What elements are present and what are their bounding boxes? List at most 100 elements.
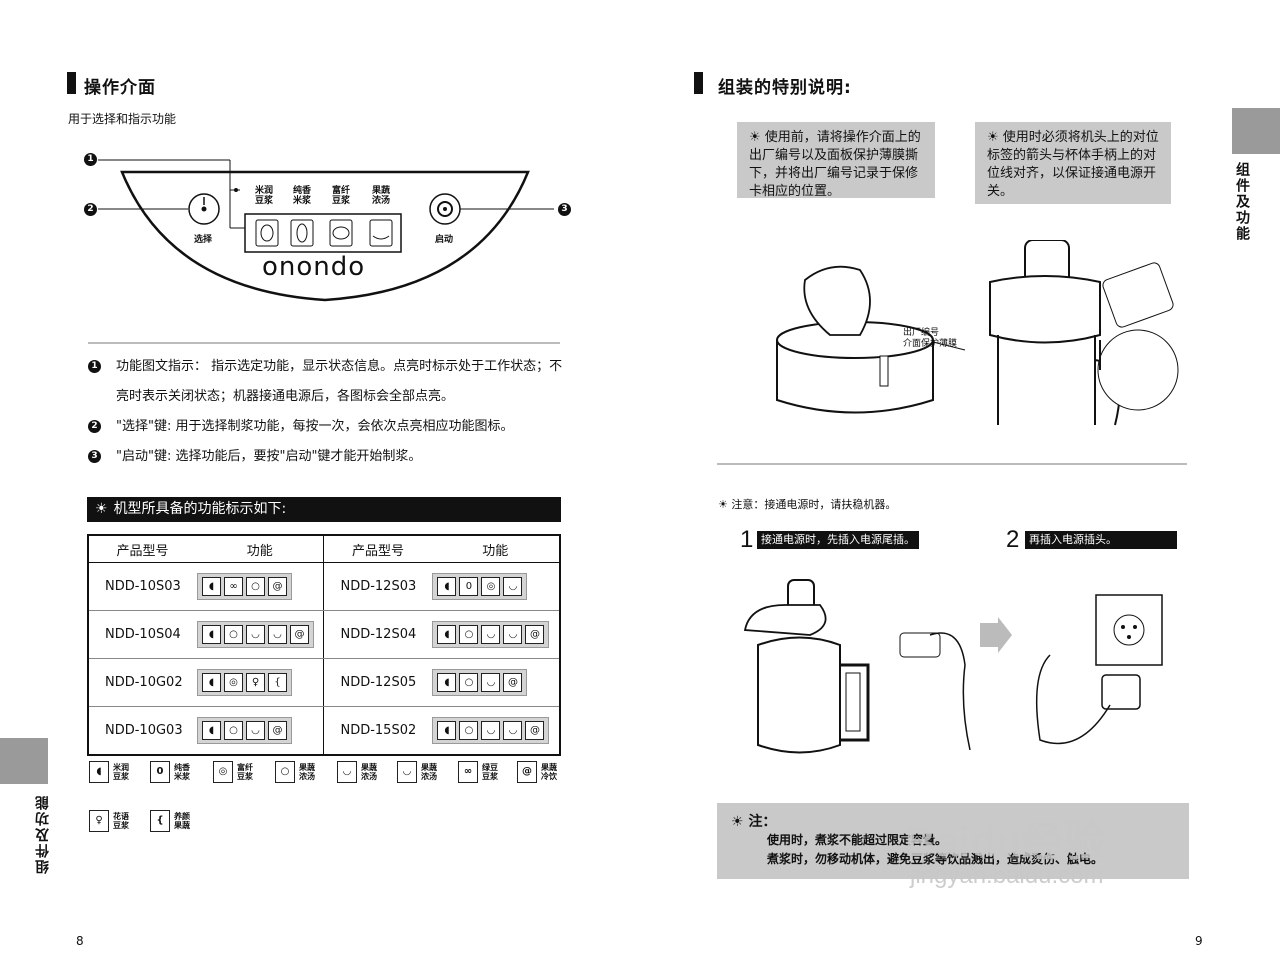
assembly-illustration	[776, 240, 1179, 426]
callout-3: 3	[558, 203, 571, 216]
beauty-icon: {	[268, 673, 287, 692]
header-function: 功能	[196, 535, 324, 563]
figure-label: 出厂编号 介面保护薄膜	[903, 328, 957, 350]
page-number: 8	[76, 934, 84, 948]
flower-icon: ♀	[89, 810, 109, 832]
note-line: 使用时，煮浆不能超过限定容量。	[767, 833, 948, 847]
soy-icon: ◖	[89, 761, 109, 783]
note-title: 注：	[748, 814, 777, 830]
desc-item-3: 3 "启动"键: 选择功能后，要按"启动"键才能开始制浆。	[88, 442, 568, 472]
header-model: 产品型号	[323, 535, 432, 563]
flower-icon: ♀	[246, 673, 265, 692]
desc-item-2: 2 "选择"键: 用于选择制浆功能，每按一次，会依次点亮相应功能图标。	[88, 412, 568, 442]
function-icons: ◖○◡@	[197, 717, 292, 744]
cold-drink-icon: @	[525, 625, 545, 644]
model-name: NDD-10G02	[88, 658, 196, 707]
lightbulb-icon: ☀	[731, 814, 749, 830]
panel-label-2: 纯香 米浆	[293, 186, 312, 206]
cold-drink-icon: @	[525, 721, 545, 740]
fruit-icon: ○	[459, 673, 479, 692]
soup-icon: ◡	[268, 625, 287, 644]
soup-icon: ◡	[397, 761, 417, 783]
fiber-icon: ◎	[481, 577, 501, 596]
desc-num: 1	[88, 360, 101, 373]
notice-text: 注意：接通电源时，请扶稳机器。	[731, 498, 897, 511]
descriptions: 1 功能图文指示： 指示选定功能，显示状态信息。点亮时标示处于工作状态；不亮时表…	[88, 352, 568, 472]
table-row: NDD-10S03 ◖∞○@ NDD-12S03 ◖0◎◡	[88, 562, 560, 611]
model-name: NDD-12S05	[323, 658, 432, 707]
table-row: NDD-10G02 ◖◎♀{ NDD-12S05 ◖○◡@	[88, 658, 560, 707]
table-header: 产品型号 功能 产品型号 功能	[88, 535, 560, 563]
soup-icon: ◡	[246, 721, 265, 740]
legend-item: ◎富纤豆浆	[213, 761, 253, 783]
table-row: NDD-10S04 ◖○◡◡@ NDD-12S04 ◖○◡◡@	[88, 610, 560, 659]
model-name: NDD-10G03	[105, 723, 183, 738]
notice: ☀ 注意：接通电源时，请扶稳机器。	[718, 496, 896, 512]
watermark-logo: Baidu经验	[905, 818, 1106, 865]
soup-icon: ◡	[246, 625, 265, 644]
soy-icon: ◖	[437, 673, 457, 692]
soup-icon: ◡	[337, 761, 357, 783]
soup-icon: ◡	[481, 673, 501, 692]
section-bar	[694, 72, 703, 94]
soy-icon: ◖	[437, 625, 457, 644]
power-illustration	[743, 579, 1163, 754]
lightbulb-icon: ☀	[95, 501, 108, 517]
soy-icon: ◖	[202, 625, 221, 644]
desc-text: "启动"键: 选择功能后，要按"启动"键才能开始制浆。	[116, 449, 422, 464]
side-label: 组件及功能	[35, 794, 51, 874]
model-name: NDD-12S03	[323, 562, 432, 611]
cold-drink-icon: @	[290, 625, 309, 644]
note-line: 煮浆时，勿移动机体，避免豆浆等饮品溅出，造成烫伤、触电。	[767, 852, 1104, 866]
soup-icon: ◡	[481, 721, 501, 740]
cold-drink-icon: @	[503, 673, 523, 692]
callout-2: 2	[84, 203, 97, 216]
soy-icon: ◖	[202, 673, 221, 692]
mungbean-icon: ∞	[458, 761, 478, 783]
model-name: NDD-12S04	[323, 610, 432, 659]
divider	[717, 463, 1187, 465]
fruit-icon: ○	[224, 721, 243, 740]
note-box: ☀ 注： 使用时，煮浆不能超过限定容量。 煮浆时，勿移动机体，避免豆浆等饮品溅出…	[717, 803, 1189, 879]
step-number: 1	[740, 526, 754, 553]
desc-num: 3	[88, 450, 101, 463]
function-icons: ◖○◡◡@	[432, 717, 550, 744]
legend-item: ∞绿豆豆浆	[458, 761, 498, 783]
fruit-icon: ○	[459, 721, 479, 740]
side-tab	[1232, 108, 1280, 154]
mungbean-icon: ∞	[224, 577, 243, 596]
tip-text: 使用时必须将机头上的对位标签的箭头与杯体手柄上的对位线对齐，以保证接通电源开关。	[987, 130, 1159, 199]
rice-icon: 0	[150, 761, 170, 783]
table-row: NDD-10G03 ◖○◡@ NDD-15S02 ◖○◡◡@	[88, 706, 560, 755]
callout-1: 1	[84, 153, 97, 166]
side-label: 组件及功能	[1234, 162, 1250, 242]
tip-text: 使用前，请将操作介面上的出厂编号以及面板保护薄膜撕下，并将出厂编号记录于保修卡相…	[749, 130, 921, 199]
model-table: 产品型号 功能 产品型号 功能 NDD-10S03 ◖ ∞ ○ @ NDD-12S03…	[87, 534, 561, 756]
tip-box-1: ☀ 使用前，请将操作介面上的出厂编号以及面板保护薄膜撕下，并将出厂编号记录于保修…	[737, 122, 935, 199]
control-panel-diagram	[98, 159, 554, 302]
function-icons: ◖○◡◡@	[197, 621, 314, 648]
legend-item: ◖米润豆浆	[89, 761, 129, 783]
panel-label-3: 富纤 豆浆	[332, 186, 351, 206]
legend-item: {养颜果蔬	[150, 810, 190, 832]
header-function: 功能	[431, 535, 560, 563]
model-name: NDD-10S03	[88, 562, 196, 611]
step-2-label: 再插入电源插头。	[1025, 531, 1177, 549]
panel-label-1: 米润 豆浆	[255, 186, 274, 206]
select-label: 选择	[194, 235, 213, 245]
cold-drink-icon: @	[268, 721, 287, 740]
function-icons: ◖○◡◡@	[432, 621, 550, 648]
panel-label-4: 果蔬 浓汤	[372, 186, 391, 206]
film-label: 介面保护薄膜	[903, 339, 958, 349]
rice-icon: 0	[459, 577, 479, 596]
step-number: 2	[1006, 526, 1020, 553]
tip-box-2: ☀ 使用时必须将机头上的对位标签的箭头与杯体手柄上的对位线对齐，以保证接通电源开…	[975, 122, 1171, 204]
desc-item-1: 1 功能图文指示： 指示选定功能，显示状态信息。点亮时标示处于工作状态；不亮时表…	[88, 352, 568, 412]
brand-logo: onondo	[262, 252, 366, 282]
soy-icon: ◖	[437, 577, 457, 596]
section-title: 组装的特别说明:	[718, 78, 852, 98]
serial-label: 出厂编号	[903, 328, 940, 338]
legend-item: @果蔬冷饮	[517, 761, 557, 783]
model-name: NDD-10S04	[88, 610, 196, 659]
